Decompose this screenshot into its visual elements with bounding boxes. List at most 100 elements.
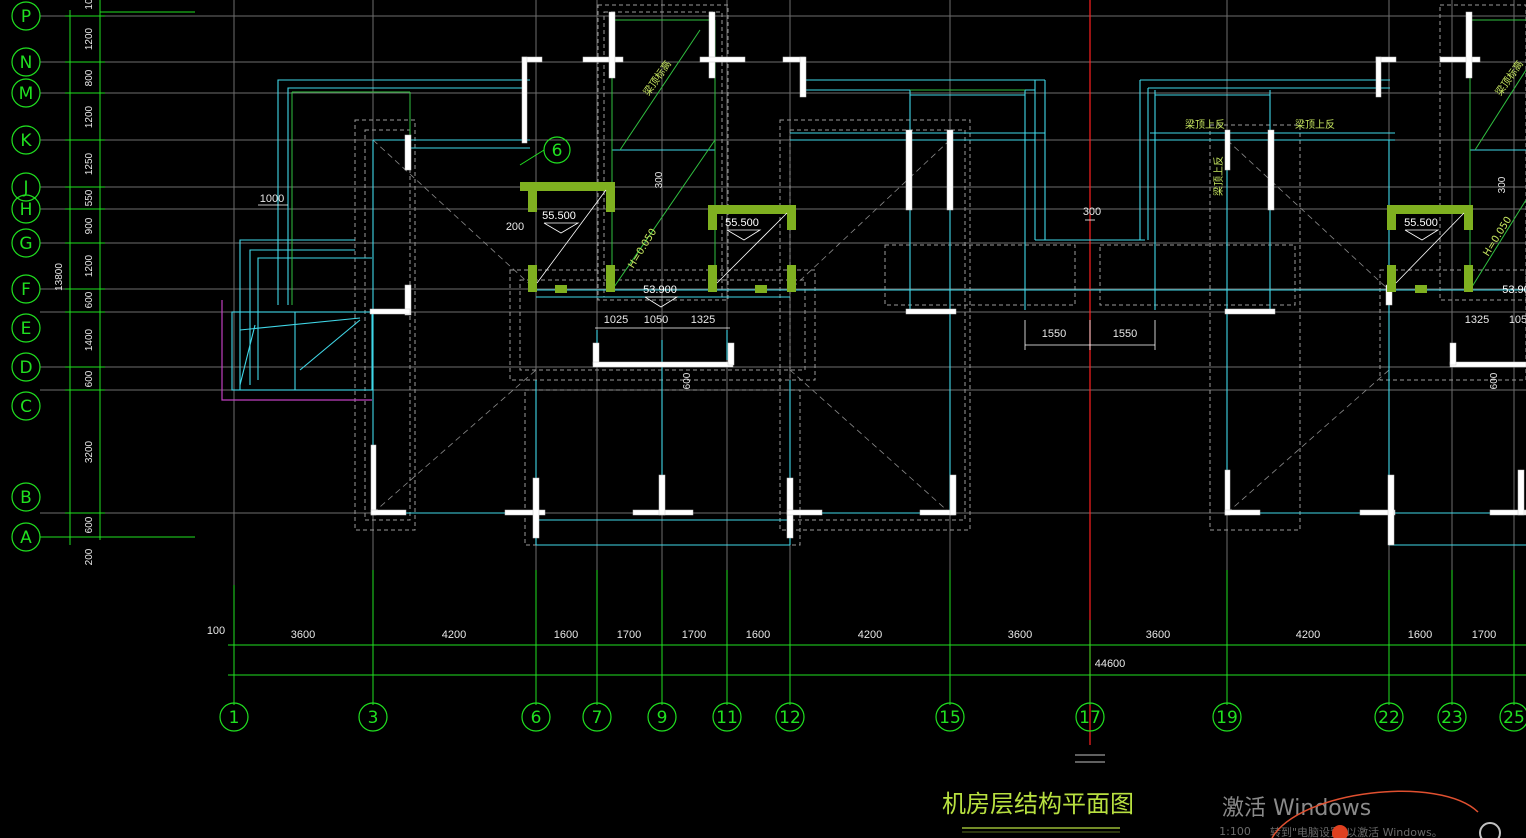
dim-left-6: 900 bbox=[84, 217, 95, 234]
bottom-dimension-values: 100 3600 4200 1600 1700 1700 1600 4200 3… bbox=[207, 625, 1496, 670]
dim-1550a: 1550 bbox=[1042, 328, 1066, 340]
elevation-2: 55.500 bbox=[725, 217, 759, 229]
dim-left-8: 600 bbox=[84, 291, 95, 308]
slab-diagonals bbox=[372, 139, 1390, 514]
axis-17: 17 bbox=[1079, 708, 1101, 728]
elevation-markers bbox=[543, 222, 1440, 308]
dim-bottom-6: 1600 bbox=[746, 629, 770, 641]
vertical-axis-bubbles bbox=[219, 702, 1526, 732]
dim-bottom-12: 1700 bbox=[1472, 629, 1496, 641]
dim-left-4: 1250 bbox=[84, 152, 95, 175]
note-slab-2: H=0.050 bbox=[1481, 215, 1514, 259]
dim-left-10: 600 bbox=[84, 370, 95, 387]
horizontal-grid-lines bbox=[40, 15, 1526, 514]
axis-12: 12 bbox=[779, 708, 801, 728]
axis-1: 1 bbox=[229, 708, 240, 728]
axis-D: D bbox=[19, 358, 32, 378]
horizontal-axis-bubbles bbox=[11, 1, 41, 552]
magenta-boundary bbox=[221, 300, 372, 401]
dim-1325a: 1325 bbox=[691, 314, 715, 326]
dim-left-9: 1400 bbox=[84, 328, 95, 351]
dim-left-12: 600 bbox=[84, 516, 95, 533]
dim-bottom-9: 3600 bbox=[1146, 629, 1170, 641]
axis-N: N bbox=[20, 53, 33, 73]
bottom-dimension-chain bbox=[228, 570, 1526, 705]
taskbar-circle-icon bbox=[1479, 822, 1501, 838]
dim-1550b: 1550 bbox=[1113, 328, 1137, 340]
axis-B: B bbox=[20, 488, 32, 508]
axis-15: 15 bbox=[939, 708, 961, 728]
dim-left-13: 200 bbox=[84, 548, 95, 565]
taskbar-app-icon bbox=[1332, 825, 1348, 838]
horizontal-axis-labels: P N M K J H G F E D C B A bbox=[19, 7, 34, 548]
dim-left-0: 10 bbox=[84, 0, 95, 10]
dim-bottom-2: 4200 bbox=[442, 629, 466, 641]
watermark-subtitle: 转到"电脑设置"以激活 Windows。 bbox=[1270, 825, 1443, 838]
dim-left-5: 550 bbox=[84, 189, 95, 206]
dim-bottom-7: 4200 bbox=[858, 629, 882, 641]
dim-105: 105 bbox=[1509, 314, 1526, 326]
dim-left-2: 800 bbox=[84, 69, 95, 86]
note-beam-5: 梁顶上反 bbox=[1212, 156, 1225, 196]
dim-1025: 1025 bbox=[604, 314, 628, 326]
local-dimension-values: 1000 200 300 300 300 1025 1050 1325 1325… bbox=[260, 171, 1526, 389]
dim-1325b: 1325 bbox=[1465, 314, 1489, 326]
axis-F: F bbox=[21, 280, 31, 300]
callout-6[interactable]: 6 bbox=[519, 136, 571, 166]
axis-K: K bbox=[20, 131, 32, 151]
dim-left-11: 3200 bbox=[84, 440, 95, 463]
dim-bottom-5: 1700 bbox=[682, 629, 706, 641]
axis-C: C bbox=[20, 397, 32, 417]
drawing-title: 机房层结构平面图 bbox=[942, 790, 1134, 818]
dim-bottom-8: 3600 bbox=[1008, 629, 1032, 641]
axis-7: 7 bbox=[592, 708, 603, 728]
dim-300b: 300 bbox=[1083, 206, 1101, 218]
dim-left-7: 1200 bbox=[84, 254, 95, 277]
drawing-scale: 1:100 bbox=[1219, 825, 1251, 838]
dim-1050: 1050 bbox=[644, 314, 668, 326]
column-diagonals bbox=[536, 189, 1465, 284]
axis-J: J bbox=[22, 178, 28, 198]
axis-11: 11 bbox=[716, 708, 738, 728]
axis-6: 6 bbox=[531, 708, 542, 728]
green-columns bbox=[520, 182, 1473, 293]
dim-bottom-4: 1700 bbox=[617, 629, 641, 641]
dim-left-total: 13800 bbox=[54, 263, 65, 291]
shear-walls bbox=[369, 11, 1526, 546]
elevation-4: 53.900 bbox=[643, 284, 677, 296]
left-dimension-chain bbox=[40, 0, 195, 545]
axis-A: A bbox=[20, 528, 32, 548]
dim-300a: 300 bbox=[654, 171, 665, 188]
axis-25: 25 bbox=[1503, 708, 1525, 728]
note-slab-1: H=0.050 bbox=[626, 227, 659, 271]
note-beam-4: 梁顶上反 bbox=[1295, 118, 1335, 131]
dim-bottom-10: 4200 bbox=[1296, 629, 1320, 641]
elevation-3: 55.500 bbox=[1404, 217, 1438, 229]
drawing-title-block: 机房层结构平面图 1:100 bbox=[942, 790, 1251, 838]
axis-19: 19 bbox=[1216, 708, 1238, 728]
axis-9: 9 bbox=[657, 708, 668, 728]
dim-600b: 600 bbox=[1489, 372, 1500, 389]
note-beam-1: 梁顶标高 bbox=[640, 58, 674, 98]
watermark-title: 激活 Windows bbox=[1222, 796, 1371, 821]
dim-bottom-1: 3600 bbox=[291, 629, 315, 641]
dim-left-3: 1200 bbox=[84, 105, 95, 128]
axis-H: H bbox=[20, 200, 33, 220]
vertical-axis-labels: 1 3 6 7 9 11 12 15 17 19 22 23 25 bbox=[229, 708, 1525, 728]
axis-23: 23 bbox=[1441, 708, 1463, 728]
axis-22: 22 bbox=[1378, 708, 1400, 728]
dim-600a: 600 bbox=[682, 372, 693, 389]
axis-G: G bbox=[19, 234, 32, 254]
elevation-values: 55.500 55.500 55.500 53.900 53.90 bbox=[542, 210, 1526, 296]
dim-1000: 1000 bbox=[260, 193, 284, 205]
dim-left-1: 1200 bbox=[84, 27, 95, 50]
left-dimension-values: 10 1200 800 1200 1250 550 900 1200 600 1… bbox=[54, 0, 95, 565]
windows-activation-watermark: 激活 Windows 转到"电脑设置"以激活 Windows。 bbox=[1222, 790, 1501, 838]
elevation-1: 55.500 bbox=[542, 210, 576, 222]
local-dim-lines bbox=[258, 204, 1156, 763]
vertical-grid-lines bbox=[233, 0, 1515, 700]
note-beam-3: 梁顶上反 bbox=[1185, 118, 1225, 131]
axis-P: P bbox=[21, 7, 31, 27]
dim-bottom-11: 1600 bbox=[1408, 629, 1432, 641]
